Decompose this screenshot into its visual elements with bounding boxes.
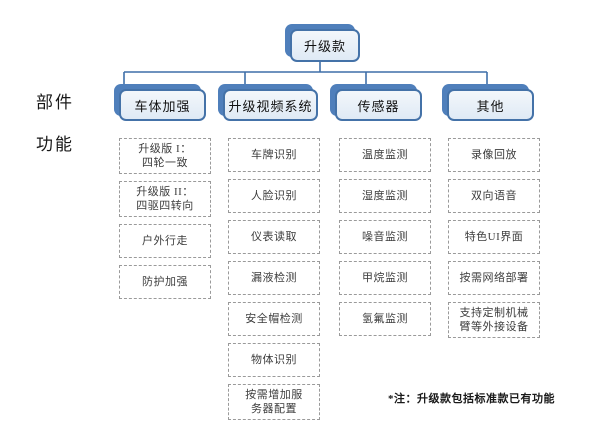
leaf-label: 按需增加服务器配置 bbox=[245, 389, 303, 415]
leaf-column-video-system: 车牌识别人脸识别仪表读取漏液检测安全帽检测物体识别按需增加服务器配置 bbox=[228, 138, 320, 427]
leaf-label: 仪表读取 bbox=[251, 231, 297, 243]
leaf-others-item[interactable]: 特色UI界面 bbox=[448, 220, 540, 254]
leaf-others-item[interactable]: 按需网络部署 bbox=[448, 261, 540, 295]
leaf-others-item[interactable]: 双向语音 bbox=[448, 179, 540, 213]
node-root[interactable]: 升级款 bbox=[285, 24, 360, 62]
leaf-label: 双向语音 bbox=[471, 190, 517, 202]
leaf-label: 温度监测 bbox=[362, 149, 408, 161]
leaf-others-item[interactable]: 支持定制机械臂等外接设备 bbox=[448, 302, 540, 338]
node-face: 升级视频系统 bbox=[223, 89, 318, 121]
node-branch-video-system[interactable]: 升级视频系统 bbox=[218, 84, 318, 121]
leaf-label: 甲烷监测 bbox=[362, 272, 408, 284]
leaf-vehicle-reinforcement-item[interactable]: 升级版 II：四驱四转向 bbox=[119, 181, 211, 217]
leaf-video-system-item[interactable]: 仪表读取 bbox=[228, 220, 320, 254]
leaf-label: 物体识别 bbox=[251, 354, 297, 366]
footnote: *注：升级款包括标准款已有功能 bbox=[388, 393, 555, 405]
leaf-label: 噪音监测 bbox=[362, 231, 408, 243]
node-branch-label: 其他 bbox=[476, 98, 505, 114]
node-branch-vehicle-reinforcement[interactable]: 车体加强 bbox=[114, 84, 206, 121]
leaf-video-system-item[interactable]: 物体识别 bbox=[228, 343, 320, 377]
leaf-sensors-item[interactable]: 温度监测 bbox=[339, 138, 431, 172]
row-label-parts: 部件 bbox=[36, 93, 74, 112]
node-branch-sensors[interactable]: 传感器 bbox=[330, 84, 422, 121]
leaf-video-system-item[interactable]: 车牌识别 bbox=[228, 138, 320, 172]
leaf-label: 升级版 I：四轮一致 bbox=[138, 143, 192, 169]
leaf-others-item[interactable]: 录像回放 bbox=[448, 138, 540, 172]
node-face: 升级款 bbox=[290, 29, 360, 62]
leaf-sensors-item[interactable]: 噪音监测 bbox=[339, 220, 431, 254]
leaf-column-sensors: 温度监测湿度监测噪音监测甲烷监测氢氟监测 bbox=[339, 138, 431, 343]
leaf-label: 录像回放 bbox=[471, 149, 517, 161]
leaf-label: 户外行走 bbox=[142, 235, 188, 247]
node-face: 其他 bbox=[447, 89, 534, 121]
leaf-column-vehicle-reinforcement: 升级版 I：四轮一致升级版 II：四驱四转向户外行走防护加强 bbox=[119, 138, 211, 306]
leaf-vehicle-reinforcement-item[interactable]: 防护加强 bbox=[119, 265, 211, 299]
leaf-label: 防护加强 bbox=[142, 276, 188, 288]
leaf-label: 升级版 II：四驱四转向 bbox=[136, 186, 194, 212]
node-root-label: 升级款 bbox=[303, 39, 346, 54]
leaf-video-system-item[interactable]: 漏液检测 bbox=[228, 261, 320, 295]
leaf-column-others: 录像回放双向语音特色UI界面按需网络部署支持定制机械臂等外接设备 bbox=[448, 138, 540, 345]
node-branch-label: 传感器 bbox=[357, 98, 400, 114]
leaf-label: 安全帽检测 bbox=[245, 313, 303, 325]
leaf-vehicle-reinforcement-item[interactable]: 升级版 I：四轮一致 bbox=[119, 138, 211, 174]
node-branch-label: 升级视频系统 bbox=[228, 98, 313, 114]
leaf-label: 车牌识别 bbox=[251, 149, 297, 161]
leaf-sensors-item[interactable]: 氢氟监测 bbox=[339, 302, 431, 336]
leaf-sensors-item[interactable]: 甲烷监测 bbox=[339, 261, 431, 295]
leaf-video-system-item[interactable]: 人脸识别 bbox=[228, 179, 320, 213]
leaf-label: 按需网络部署 bbox=[459, 272, 529, 284]
leaf-label: 人脸识别 bbox=[251, 190, 297, 202]
leaf-label: 漏液检测 bbox=[251, 272, 297, 284]
leaf-label: 支持定制机械臂等外接设备 bbox=[459, 307, 529, 333]
node-face: 车体加强 bbox=[119, 89, 206, 121]
leaf-video-system-item[interactable]: 安全帽检测 bbox=[228, 302, 320, 336]
leaf-sensors-item[interactable]: 湿度监测 bbox=[339, 179, 431, 213]
node-branch-label: 车体加强 bbox=[134, 98, 191, 114]
leaf-video-system-item[interactable]: 按需增加服务器配置 bbox=[228, 384, 320, 420]
leaf-vehicle-reinforcement-item[interactable]: 户外行走 bbox=[119, 224, 211, 258]
leaf-label: 氢氟监测 bbox=[362, 313, 408, 325]
leaf-label: 特色UI界面 bbox=[464, 231, 524, 243]
row-label-functions: 功能 bbox=[36, 135, 74, 154]
leaf-label: 湿度监测 bbox=[362, 190, 408, 202]
node-branch-others[interactable]: 其他 bbox=[442, 84, 534, 121]
node-face: 传感器 bbox=[335, 89, 422, 121]
